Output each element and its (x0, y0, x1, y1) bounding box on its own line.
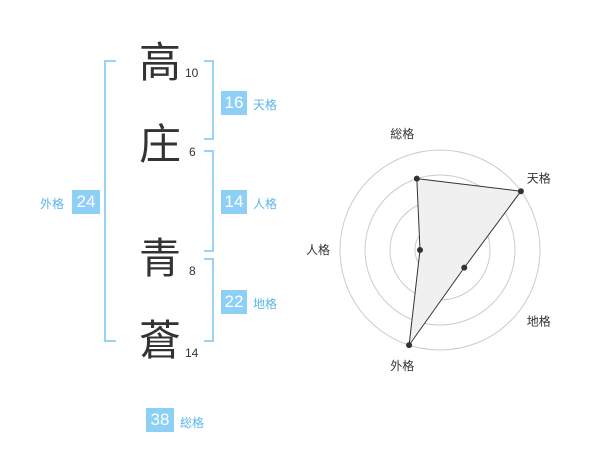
name-char-3: 青 (138, 234, 181, 283)
radar-ring (389, 199, 491, 301)
radar-axis-label-2: 地格 (527, 314, 551, 329)
name-char-1: 高 (138, 38, 181, 87)
radar-ring (414, 224, 466, 276)
radar-axis-label-0: 総格 (390, 126, 414, 141)
radar-axis-label-1: 天格 (527, 170, 551, 185)
radar-ring (339, 149, 541, 351)
jinkaku-value: 14 (221, 190, 247, 214)
tenkaku-bracket (204, 60, 214, 140)
name-char-4: 蒼 (138, 316, 181, 365)
jinkaku-label: 人格 (253, 197, 278, 211)
radar-point-1 (517, 188, 524, 195)
radar-point-2 (461, 264, 468, 271)
stroke-count-2: 6 (189, 145, 196, 159)
radar-ring (364, 174, 516, 326)
name-char-2: 庄 (138, 120, 181, 169)
chikaku-bracket (204, 258, 214, 342)
gaikaku-bracket (104, 60, 116, 342)
stroke-count-1: 10 (185, 66, 199, 80)
stroke-count-4: 14 (185, 346, 199, 360)
radar-point-4 (417, 247, 423, 253)
chikaku-value: 22 (221, 290, 247, 314)
radar-area (408, 178, 522, 346)
soukaku-value: 38 (146, 408, 174, 432)
tenkaku-label: 天格 (253, 98, 278, 112)
tenkaku-value: 16 (221, 91, 247, 115)
radar-grid (339, 149, 541, 351)
radar-axis-label-4: 人格 (306, 242, 330, 257)
radar-point-0 (413, 175, 420, 182)
gaikaku-label: 外格 (40, 197, 65, 211)
radar-point-3 (406, 342, 413, 349)
radar-points (406, 175, 524, 349)
stroke-count-3: 8 (189, 264, 196, 278)
jinkaku-bracket (204, 150, 214, 252)
radar-center (436, 246, 444, 254)
radar-axis-label-3: 外格 (390, 358, 414, 373)
chikaku-label: 地格 (253, 297, 278, 311)
gaikaku-value: 24 (72, 190, 100, 214)
soukaku-label: 総格 (180, 416, 205, 430)
